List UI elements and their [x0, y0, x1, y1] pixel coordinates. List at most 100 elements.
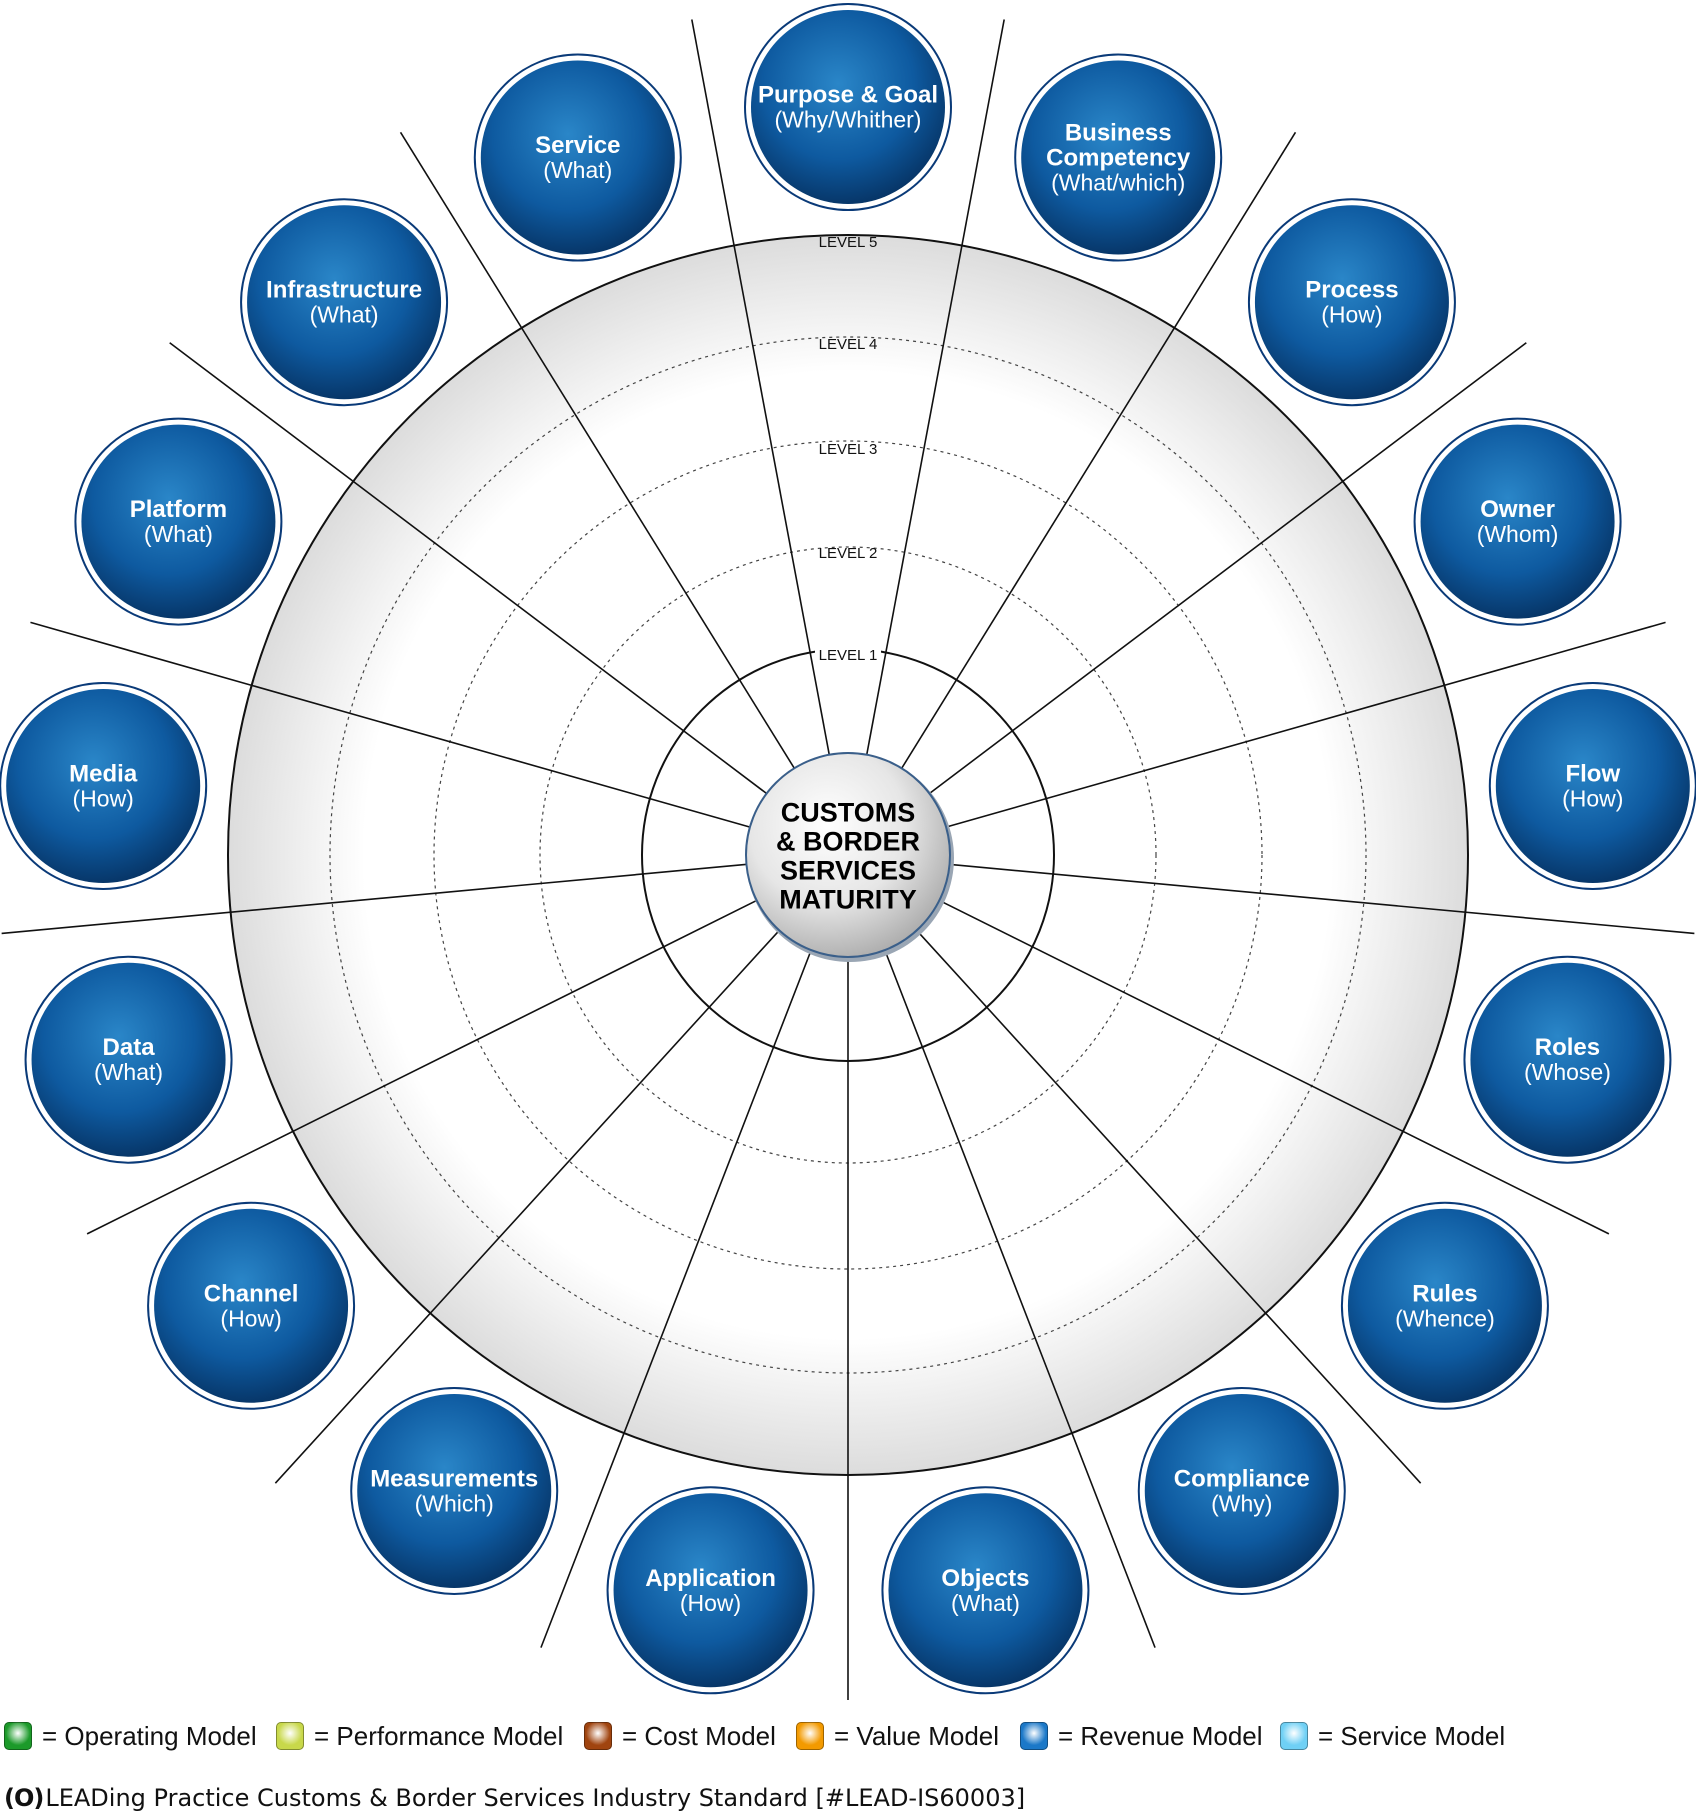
- center-title-line: MATURITY: [779, 885, 916, 915]
- perspective-node: Purpose & Goal(Why/Whither): [744, 3, 952, 211]
- legend-swatch: [4, 1722, 32, 1750]
- level-label: LEVEL 2: [819, 545, 878, 562]
- level-label: LEVEL 1: [819, 647, 878, 664]
- legend-swatch: [1020, 1722, 1048, 1750]
- footer: (O) LEADing Practice Customs & Border Se…: [4, 1782, 1025, 1814]
- legend: = Operating Model = Performance Model = Co…: [0, 1718, 1696, 1758]
- legend-label: = Operating Model: [42, 1720, 257, 1751]
- spoke-line: [943, 621, 1666, 829]
- spoke-line: [927, 342, 1527, 796]
- dashed-ring-level-3: [433, 440, 1263, 1270]
- center-title-line: CUSTOMS: [781, 798, 916, 828]
- node-subtitle: (Whom): [1477, 521, 1559, 547]
- node-title: Roles: [1535, 1034, 1600, 1061]
- center-title-line: & BORDER: [776, 827, 920, 857]
- perspective-node: Infrastructure(What): [240, 198, 449, 407]
- node-title: Competency: [1046, 145, 1191, 172]
- spoke-line: [399, 131, 797, 771]
- node-title: Media: [69, 760, 138, 787]
- node-title: Application: [645, 1565, 776, 1592]
- node-circle: [81, 424, 276, 619]
- node-title: Measurements: [370, 1465, 538, 1492]
- legend-item: = Revenue Model: [1020, 1718, 1263, 1754]
- center-hub-circle: [745, 752, 951, 958]
- perspective-nodes: Purpose & Goal(Why/Whither) BusinessCompe…: [0, 3, 1696, 1695]
- spokes: [1, 19, 1695, 1700]
- node-circle: [1254, 205, 1449, 400]
- legend-item: = Value Model: [796, 1718, 999, 1754]
- spoke-line: [865, 19, 1005, 757]
- node-subtitle: (How): [73, 785, 134, 811]
- perspective-node: Flow(How): [1488, 682, 1696, 890]
- node-subtitle: (What): [951, 1590, 1020, 1616]
- node-title: Service: [535, 132, 620, 159]
- leading-practice-logo: (O): [4, 1784, 44, 1812]
- node-title: Platform: [130, 496, 227, 523]
- node-circle: [1144, 1393, 1339, 1588]
- node-subtitle: (What): [543, 157, 612, 183]
- perspective-node: Media(How): [0, 682, 208, 890]
- legend-label: = Revenue Model: [1058, 1720, 1263, 1751]
- node-subtitle: (How): [1562, 785, 1623, 811]
- node-subtitle: (Which): [415, 1490, 494, 1516]
- node-circle: [1470, 962, 1665, 1157]
- legend-label: = Performance Model: [314, 1720, 564, 1751]
- node-title: Process: [1305, 277, 1398, 304]
- legend-swatch: [796, 1722, 824, 1750]
- node-title: Compliance: [1174, 1465, 1310, 1492]
- perspective-node: Rules(Whence): [1340, 1201, 1549, 1410]
- node-circle: [751, 10, 945, 204]
- legend-label: = Cost Model: [622, 1720, 776, 1751]
- legend-label: = Value Model: [834, 1720, 1000, 1751]
- node-circle: [1347, 1208, 1542, 1403]
- legend-swatch: [584, 1722, 612, 1750]
- node-circle: [1495, 688, 1690, 883]
- node-title: Business: [1065, 120, 1172, 147]
- node-title: Flow: [1565, 760, 1620, 787]
- node-subtitle: (Whence): [1395, 1305, 1495, 1331]
- spoke-line: [86, 898, 759, 1235]
- perspective-node: Channel(How): [147, 1201, 356, 1410]
- node-subtitle: (What): [94, 1059, 163, 1085]
- spoke-line: [540, 947, 813, 1648]
- node-subtitle: (Why): [1211, 1490, 1272, 1516]
- spoke-line: [937, 898, 1610, 1235]
- node-circle: [31, 962, 226, 1157]
- perspective-node: Service(What): [473, 53, 682, 262]
- node-circle: [247, 205, 442, 400]
- footer-text: LEADing Practice Customs & Border Servic…: [45, 1784, 1026, 1812]
- level-label: LEVEL 4: [819, 336, 878, 353]
- level-label-bg: [815, 644, 881, 664]
- node-subtitle: (What): [310, 302, 379, 328]
- perspective-node: Process(How): [1247, 198, 1456, 407]
- node-subtitle: (What/which): [1051, 170, 1185, 196]
- legend-swatch: [1280, 1722, 1308, 1750]
- perspective-node: Owner(Whom): [1413, 417, 1622, 626]
- perspective-node: Objects(What): [881, 1486, 1090, 1695]
- node-subtitle: (How): [1321, 302, 1382, 328]
- node-circle: [480, 60, 675, 255]
- node-title: Infrastructure: [266, 277, 422, 304]
- node-subtitle: (What): [144, 521, 213, 547]
- perspective-node: Measurements(Which): [350, 1386, 559, 1595]
- legend-label: = Service Model: [1318, 1720, 1506, 1751]
- center-title-line: SERVICES: [780, 856, 916, 886]
- spoke-line: [883, 947, 1156, 1648]
- node-title: Owner: [1480, 496, 1555, 523]
- node-subtitle: (Why/Whither): [775, 107, 922, 133]
- perspective-node: Application(How): [606, 1486, 815, 1695]
- legend-swatch: [276, 1722, 304, 1750]
- node-subtitle: (How): [220, 1305, 281, 1331]
- node-circle: [6, 688, 201, 883]
- node-title: Objects: [941, 1565, 1029, 1592]
- spoke-line: [274, 928, 782, 1484]
- level-label: LEVEL 3: [819, 441, 878, 458]
- spoke-line: [691, 19, 831, 757]
- node-title: Channel: [204, 1280, 299, 1307]
- node-circle: [888, 1493, 1083, 1688]
- node-title: Purpose & Goal: [758, 82, 938, 109]
